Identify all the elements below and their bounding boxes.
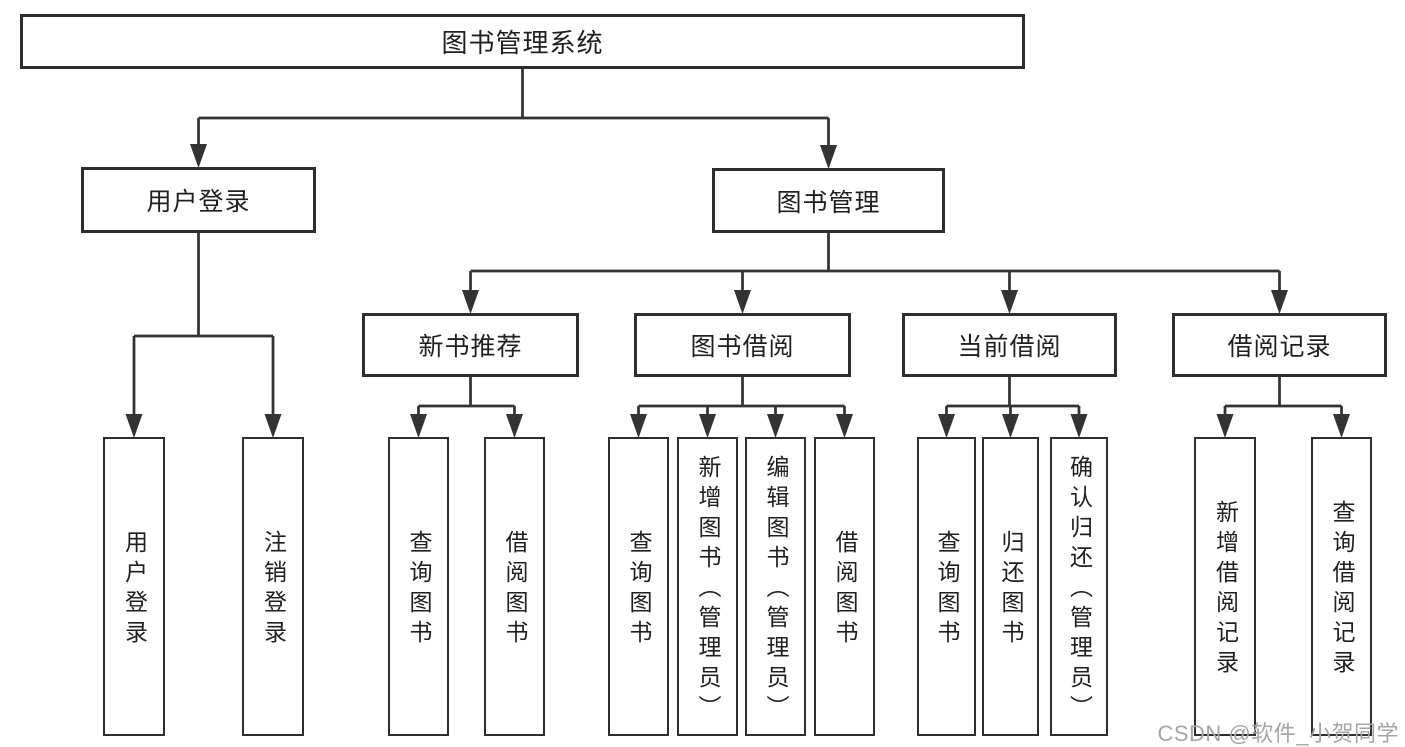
- arrowhead-icon: [820, 145, 837, 169]
- node-book-management: 图书管理: [712, 168, 945, 233]
- arrowhead-icon: [836, 414, 853, 438]
- arrowhead-icon: [1070, 414, 1088, 438]
- node-edit-books-admin: 编辑图书（管理员）: [745, 437, 806, 736]
- node-label-confirm-return-admin: 确认归还（管理员）: [1066, 455, 1093, 725]
- arrowhead-icon: [125, 414, 143, 438]
- node-label-book-borrowing: 图书借阅: [690, 333, 795, 361]
- node-label-add-books-admin: 新增图书（管理员）: [695, 455, 721, 725]
- node-label-query-books-current: 查询图书: [934, 530, 960, 650]
- node-query-books-recommend: 查询图书: [388, 437, 449, 736]
- node-add-borrow-record: 新增借阅记录: [1194, 437, 1256, 736]
- node-label-query-borrow-record: 查询借阅记录: [1329, 500, 1355, 680]
- arrowhead-icon: [630, 414, 647, 438]
- node-borrow-books-borrowing: 借阅图书: [814, 437, 875, 736]
- node-label-query-books-borrowing: 查询图书: [626, 530, 652, 650]
- node-new-book-recommend: 新书推荐: [362, 313, 579, 377]
- node-current-borrowing: 当前借阅: [902, 313, 1117, 377]
- arrowhead-icon: [410, 414, 427, 438]
- node-label-root: 图书管理系统: [441, 28, 604, 58]
- node-confirm-return-admin: 确认归还（管理员）: [1050, 437, 1108, 736]
- node-user-login: 用户登录: [81, 167, 316, 233]
- tree-edges-path: [132, 69, 1343, 418]
- node-label-borrow-books-borrowing: 借阅图书: [832, 530, 858, 650]
- node-user-login-action: 用户登录: [103, 437, 165, 736]
- arrowhead-icon: [1001, 290, 1018, 314]
- arrowhead-icon: [1333, 414, 1350, 438]
- node-label-current-borrowing: 当前借阅: [957, 333, 1062, 361]
- node-label-edit-books-admin: 编辑图书（管理员）: [763, 455, 789, 725]
- watermark-text: CSDN @软件_小贺同学: [1157, 721, 1399, 746]
- arrowhead-icon: [1271, 290, 1288, 314]
- node-query-borrow-record: 查询借阅记录: [1311, 437, 1372, 736]
- arrowhead-icon: [462, 290, 479, 314]
- arrowhead-icon: [699, 414, 716, 438]
- node-root: 图书管理系统: [20, 14, 1025, 69]
- node-label-borrow-books-recommend: 借阅图书: [502, 530, 528, 650]
- arrowhead-icon: [1216, 414, 1234, 438]
- node-borrowing-records: 借阅记录: [1172, 313, 1387, 377]
- node-query-books-borrowing: 查询图书: [608, 437, 669, 736]
- node-add-books-admin: 新增图书（管理员）: [677, 437, 738, 736]
- node-label-return-books: 归还图书: [998, 530, 1024, 650]
- arrowhead-icon: [938, 414, 955, 438]
- arrowhead-icon: [1002, 414, 1019, 438]
- node-label-user-login: 用户登录: [146, 188, 251, 216]
- node-label-user-login-action: 用户登录: [121, 530, 148, 650]
- arrowhead-icon: [734, 290, 751, 314]
- node-label-new-book-recommend: 新书推荐: [418, 333, 523, 361]
- arrowhead-icon: [264, 414, 282, 438]
- node-label-query-books-recommend: 查询图书: [406, 530, 432, 650]
- node-label-add-borrow-record: 新增借阅记录: [1212, 500, 1239, 680]
- node-return-books: 归还图书: [982, 437, 1039, 736]
- node-logout-action: 注销登录: [242, 437, 304, 736]
- arrowhead-icon: [767, 414, 784, 438]
- node-borrow-books-recommend: 借阅图书: [484, 437, 545, 736]
- arrowhead-icon: [506, 414, 523, 438]
- arrowhead-icon: [190, 144, 207, 168]
- node-label-book-management: 图书管理: [776, 188, 881, 217]
- node-book-borrowing: 图书借阅: [634, 313, 851, 377]
- node-query-books-current: 查询图书: [917, 437, 976, 736]
- node-label-logout-action: 注销登录: [260, 530, 287, 650]
- node-label-borrowing-records: 借阅记录: [1227, 333, 1332, 361]
